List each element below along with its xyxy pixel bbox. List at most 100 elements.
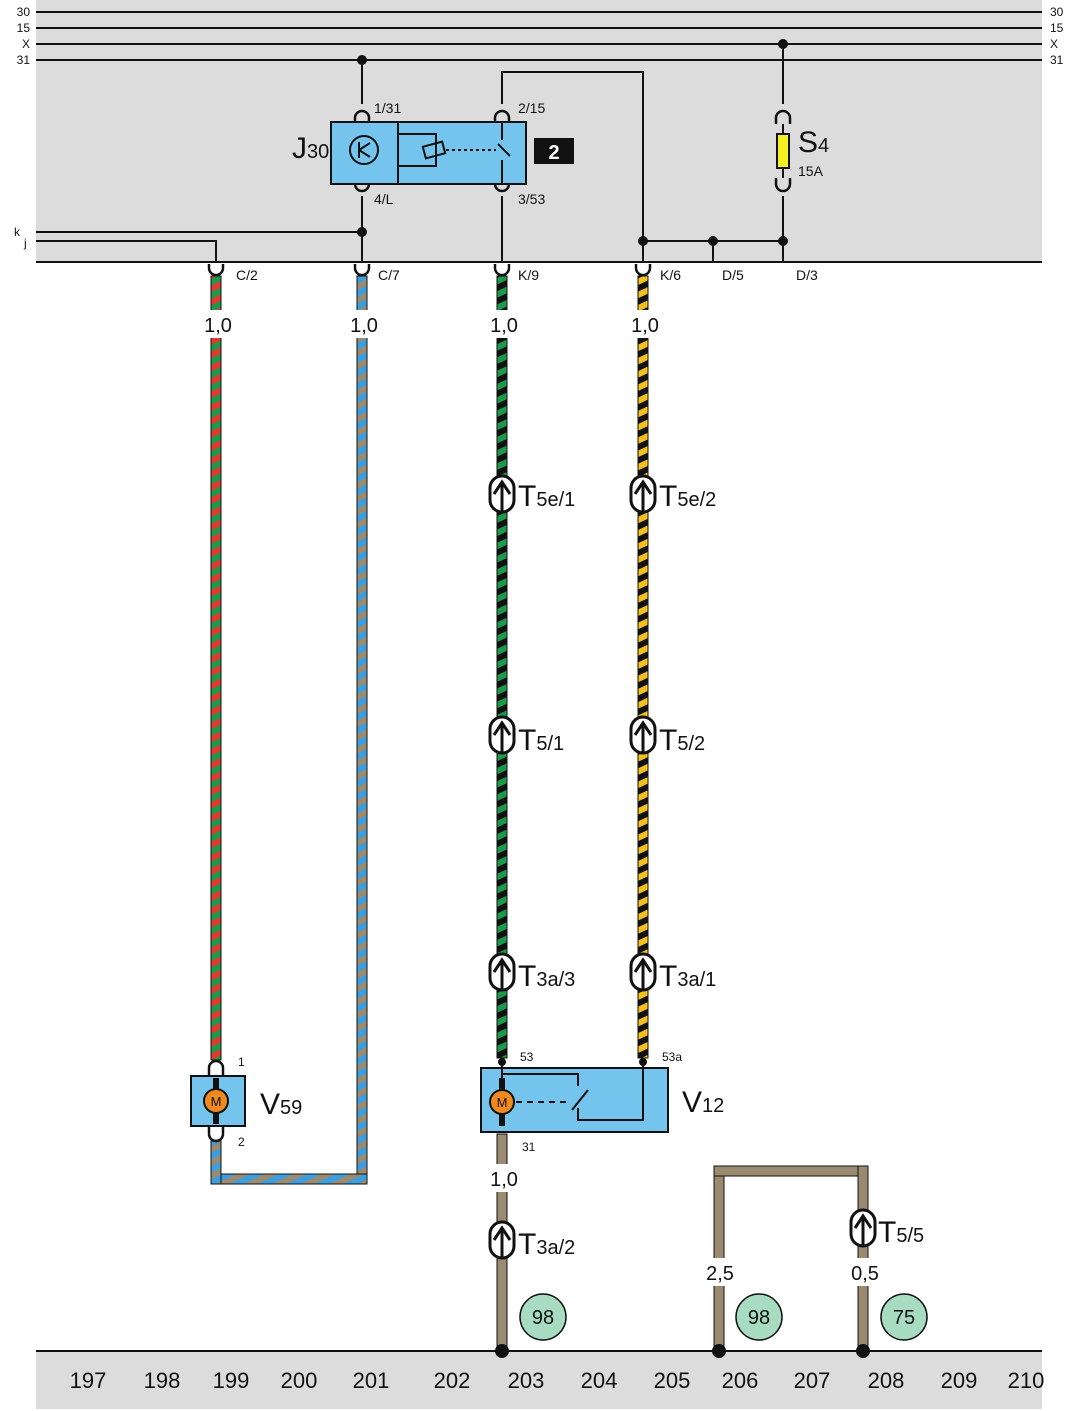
relay-badge <box>534 138 574 164</box>
sheet-202: 202 <box>434 1368 471 1393</box>
wire-brown-bridge <box>713 1165 869 1177</box>
inline-connector-t51: T5/1 <box>488 715 564 757</box>
wire-black-yellow <box>637 275 649 1059</box>
relay-coil-section <box>397 133 437 167</box>
transistor-icon <box>349 135 379 165</box>
gauge-v12-ground: 1,0 <box>490 1169 518 1191</box>
svg-text:T5/5: T5/5 <box>878 1216 924 1249</box>
sheet-206: 206 <box>722 1368 759 1393</box>
connector-k6: K/6 <box>660 267 681 283</box>
motor-v12-pin-53: 53 <box>520 1050 534 1064</box>
inline-connector-t5e1: T5e/1 <box>488 474 575 514</box>
wire-brown-blue-stub <box>210 1139 222 1185</box>
motor-v59: M 1 2 V59 <box>190 1055 302 1149</box>
motor-v59-designator: V59 <box>260 1088 302 1121</box>
sheet-199: 199 <box>213 1368 250 1393</box>
wire-brown-blue-vertical <box>356 275 368 1185</box>
fuse-designator: S4 <box>798 126 829 159</box>
motor-v59-pin-2: 2 <box>238 1135 245 1149</box>
connector-c2: C/2 <box>236 267 258 283</box>
fuse-s4: S4 15A <box>776 124 829 179</box>
inline-connector-t3a2: T3a/2 <box>488 1220 575 1261</box>
sheet-200: 200 <box>281 1368 318 1393</box>
svg-text:98: 98 <box>532 1307 554 1329</box>
bus-label-left-15: 15 <box>17 21 31 35</box>
ground-points <box>495 1344 870 1358</box>
svg-text:T5e/2: T5e/2 <box>659 480 716 513</box>
bus-label-right-31: 31 <box>1050 53 1064 67</box>
bus-label-right-x: X <box>1050 37 1058 51</box>
motor-v12-symbol: M <box>497 1095 508 1110</box>
sheet-209: 209 <box>941 1368 978 1393</box>
wire-black-green <box>496 275 508 1059</box>
sheet-205: 205 <box>654 1368 691 1393</box>
inline-connector-t5e2: T5e/2 <box>629 474 716 514</box>
gauge-k6: 1,0 <box>631 315 659 337</box>
ground-reference-3: 75 <box>880 1293 928 1341</box>
inline-connector-t3a1: T3a/1 <box>629 952 716 993</box>
relay-contact-icon <box>497 143 511 157</box>
motor-v12-pin-53a: 53a <box>662 1050 682 1064</box>
svg-text:T5/1: T5/1 <box>518 724 564 757</box>
svg-text:T3a/2: T3a/2 <box>518 1228 575 1261</box>
connector-k9: K/9 <box>518 267 539 283</box>
relay-pin-2-15: 2/15 <box>518 100 545 116</box>
svg-text:T5/2: T5/2 <box>659 724 705 757</box>
motor-v59-symbol: M <box>211 1094 222 1109</box>
motor-v59-pin-1: 1 <box>238 1055 245 1069</box>
bus-lines: 30 15 X 31 30 15 X 31 <box>17 5 1064 67</box>
gauge-label-backgrounds <box>200 310 881 1286</box>
harness-hooks <box>207 264 652 277</box>
wires <box>210 275 869 1351</box>
bus-label-left-30: 30 <box>17 5 31 19</box>
bus-label-left-x: X <box>22 37 30 51</box>
motor-v59-icon <box>203 1088 229 1114</box>
svg-text:75: 75 <box>893 1307 915 1329</box>
svg-text:T5e/1: T5e/1 <box>518 480 575 513</box>
gauge-c2: 1,0 <box>204 315 232 337</box>
bus-label-right-30: 30 <box>1050 5 1064 19</box>
central-electrics-panel <box>36 0 1042 262</box>
motor-v12: M 53 53a 31 V12 <box>480 1050 724 1154</box>
relay-coil-icon <box>421 140 447 160</box>
connector-d5: D/5 <box>722 267 744 283</box>
sheet-198: 198 <box>144 1368 181 1393</box>
motor-v12-designator: V12 <box>682 1086 724 1119</box>
motor-v12-pin-31: 31 <box>522 1140 536 1154</box>
sheet-204: 204 <box>581 1368 618 1393</box>
motor-v12-park-switch <box>571 1089 589 1111</box>
sheet-201: 201 <box>353 1368 390 1393</box>
gauge-k9: 1,0 <box>490 315 518 337</box>
gauge-c7: 1,0 <box>350 315 378 337</box>
svg-text:T3a/3: T3a/3 <box>518 960 575 993</box>
inline-connector-t55: T5/5 <box>849 1208 924 1249</box>
wire-brown-blue-horizontal <box>210 1173 368 1185</box>
ground-reference-1: 98 <box>519 1293 567 1341</box>
side-input-k: k <box>14 225 21 239</box>
side-input-j: j <box>23 236 27 250</box>
fuse-body <box>776 133 790 169</box>
fuse-rating: 15A <box>798 163 824 179</box>
relay-j30: 2 J30 1/31 2/15 4/L 3/53 <box>292 100 574 207</box>
inline-connector-t3a3: T3a/3 <box>488 952 575 993</box>
sheet-210: 210 <box>1008 1368 1045 1393</box>
sheet-208: 208 <box>868 1368 905 1393</box>
bus-label-left-31: 31 <box>17 53 31 67</box>
ground-reference-2: 98 <box>735 1293 783 1341</box>
relay-badge-number: 2 <box>548 142 559 164</box>
connector-c7: C/7 <box>378 267 400 283</box>
motor-v12-icon <box>489 1089 515 1115</box>
junction-dots <box>357 39 788 246</box>
sheet-number-row: 197 198 199 200 201 202 203 204 205 206 … <box>70 1368 1045 1393</box>
relay-designator: J30 <box>292 132 329 165</box>
ground-bar-panel <box>36 1351 1042 1409</box>
side-inputs <box>36 231 362 262</box>
gauge-208: 0,5 <box>851 1263 879 1285</box>
connector-d3: D/3 <box>796 267 818 283</box>
bus-label-right-15: 15 <box>1050 21 1064 35</box>
svg-text:T3a/1: T3a/1 <box>659 960 716 993</box>
gauge-206: 2,5 <box>706 1263 734 1285</box>
relay-body <box>330 121 527 185</box>
sheet-207: 207 <box>794 1368 831 1393</box>
